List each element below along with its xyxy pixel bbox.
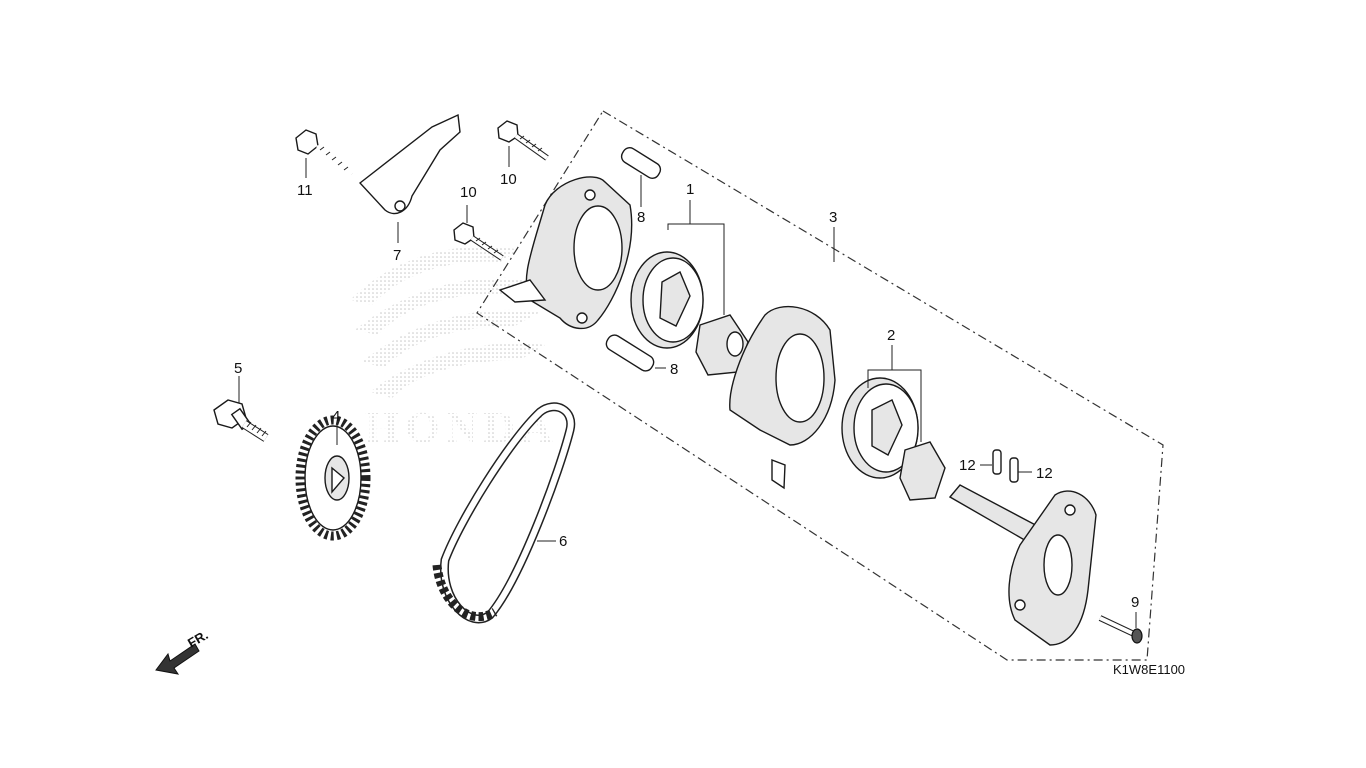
sprocket-4 — [295, 415, 371, 541]
callout-12-left: 12 — [959, 457, 976, 474]
callout-labels: 11 7 10 10 8 8 1 3 2 12 12 9 5 4 6 — [234, 171, 1139, 611]
bolt-10-upper — [497, 120, 549, 161]
pin-12-right — [1009, 457, 1019, 483]
callout-10-lower: 10 — [460, 184, 477, 201]
callout-8-upper: 8 — [637, 209, 645, 226]
rotor-set-1 — [630, 251, 749, 376]
pump-body-middle — [729, 305, 836, 490]
callout-9: 9 — [1131, 594, 1139, 611]
callout-5: 5 — [234, 360, 242, 377]
callout-3: 3 — [829, 209, 837, 226]
leader-lines — [238, 146, 1137, 628]
callout-8-lower: 8 — [670, 361, 678, 378]
chain-guide-plate-7 — [358, 113, 461, 215]
rotor-set-2 — [841, 377, 946, 501]
callout-1: 1 — [686, 181, 694, 198]
pump-assembly-outline — [476, 110, 1164, 661]
callout-6: 6 — [559, 533, 567, 550]
callout-7: 7 — [393, 247, 401, 264]
dowel-pin-8-upper — [620, 147, 662, 179]
pump-cover-plate — [1008, 490, 1097, 646]
dowel-pin-8-lower — [605, 334, 655, 372]
bolt-10-lower — [453, 222, 504, 261]
pump-body-front — [498, 176, 633, 330]
callout-2: 2 — [887, 327, 895, 344]
screw-9 — [1098, 615, 1143, 644]
pin-12-left — [992, 449, 1002, 475]
front-direction-label: FR. — [185, 627, 211, 650]
drive-chain-6 — [432, 402, 576, 624]
callout-11: 11 — [297, 182, 313, 199]
bolt-5 — [213, 399, 269, 442]
bolt-11 — [295, 129, 353, 176]
callout-12-right: 12 — [1036, 465, 1053, 482]
callout-10-upper: 10 — [500, 171, 517, 188]
callout-4: 4 — [332, 408, 340, 425]
drawing-code: K1W8E1100 — [1113, 662, 1185, 677]
front-direction-arrow-icon: FR. — [155, 627, 211, 675]
